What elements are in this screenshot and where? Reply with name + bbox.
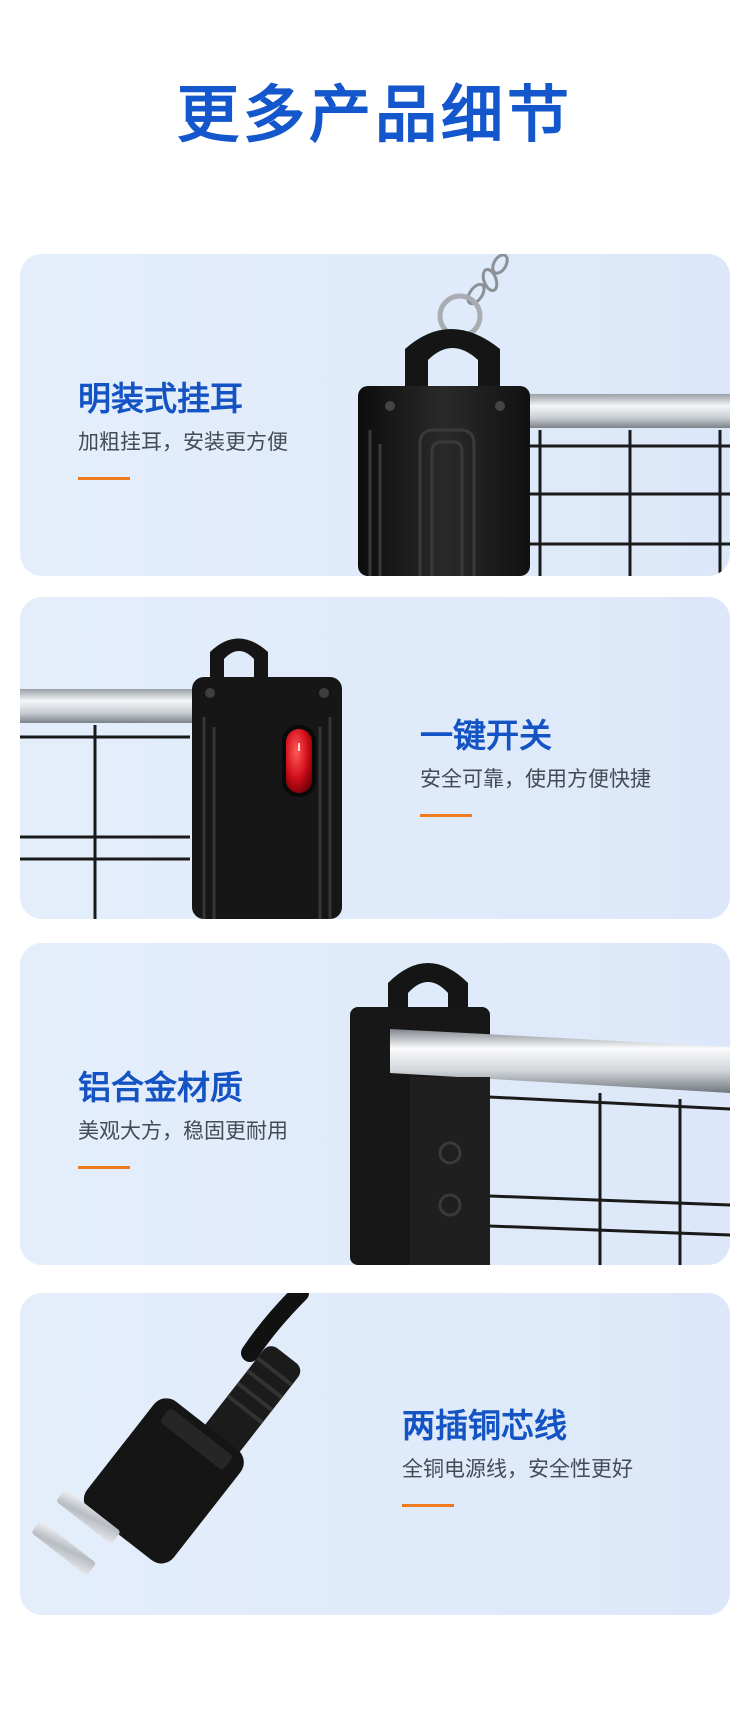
feature-title: 铝合金材质 — [78, 1068, 243, 1107]
feature-card-power-switch: 一键开关 安全可靠，使用方便快捷 — [20, 597, 730, 919]
feature-subtitle: 美观大方，稳固更耐用 — [78, 1119, 288, 1143]
accent-line — [78, 477, 130, 480]
accent-line — [420, 814, 472, 817]
feature-title: 明装式挂耳 — [78, 379, 243, 418]
aluminum-frame-image — [350, 963, 730, 1265]
feature-text: 两插铜芯线 全铜电源线，安全性更好 — [402, 1409, 633, 1507]
feature-card-aluminum: 铝合金材质 美观大方，稳固更耐用 — [20, 943, 730, 1265]
feature-text: 铝合金材质 美观大方，稳固更耐用 — [78, 1071, 288, 1169]
feature-text: 明装式挂耳 加粗挂耳，安装更方便 — [78, 382, 288, 480]
feature-subtitle: 安全可靠，使用方便快捷 — [420, 767, 651, 791]
power-switch-image — [20, 638, 342, 919]
hanging-ear-image — [358, 254, 730, 576]
accent-line — [78, 1166, 130, 1169]
feature-subtitle: 加粗挂耳，安装更方便 — [78, 430, 288, 454]
two-pin-plug-image — [32, 1293, 309, 1575]
accent-line — [402, 1504, 454, 1507]
feature-subtitle: 全铜电源线，安全性更好 — [402, 1457, 633, 1481]
page-title: 更多产品细节 — [176, 78, 573, 151]
feature-text: 一键开关 安全可靠，使用方便快捷 — [420, 719, 651, 817]
feature-title: 一键开关 — [420, 716, 552, 755]
feature-card-plug: 两插铜芯线 全铜电源线，安全性更好 — [20, 1293, 730, 1615]
feature-card-hanging-ear: 明装式挂耳 加粗挂耳，安装更方便 — [20, 254, 730, 576]
feature-title: 两插铜芯线 — [402, 1406, 567, 1445]
